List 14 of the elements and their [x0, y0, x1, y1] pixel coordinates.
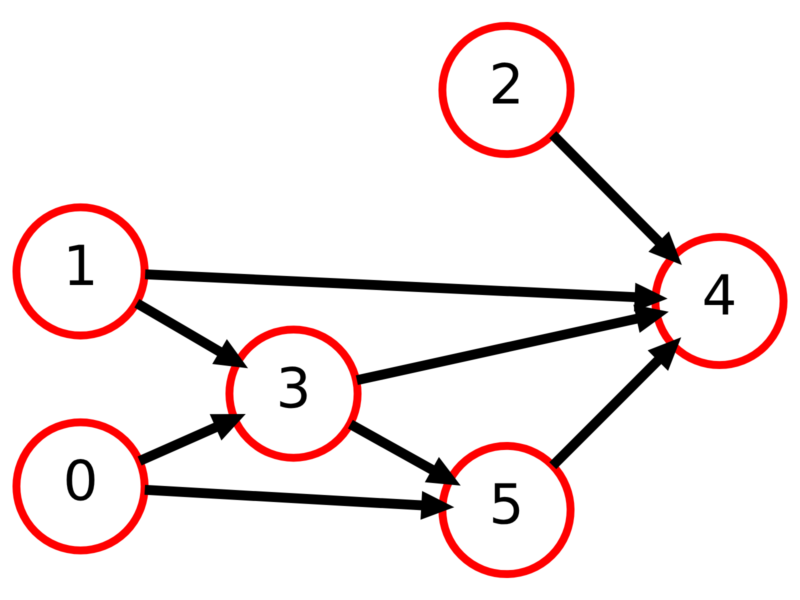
- arrow: [348, 420, 461, 486]
- node-circle: 5: [438, 442, 575, 578]
- arrow: [134, 298, 248, 368]
- node-circle: 4: [651, 232, 788, 370]
- arrow: [356, 304, 669, 386]
- node-circle: 1: [12, 203, 149, 340]
- arrow: [549, 337, 682, 470]
- arrow: [549, 131, 682, 266]
- arrow: [138, 414, 246, 466]
- node-circle: 0: [12, 418, 149, 554]
- arrow: [144, 269, 668, 312]
- arrow: [144, 484, 454, 520]
- node-circle: 3: [225, 326, 362, 462]
- node-circle: 2: [438, 22, 575, 158]
